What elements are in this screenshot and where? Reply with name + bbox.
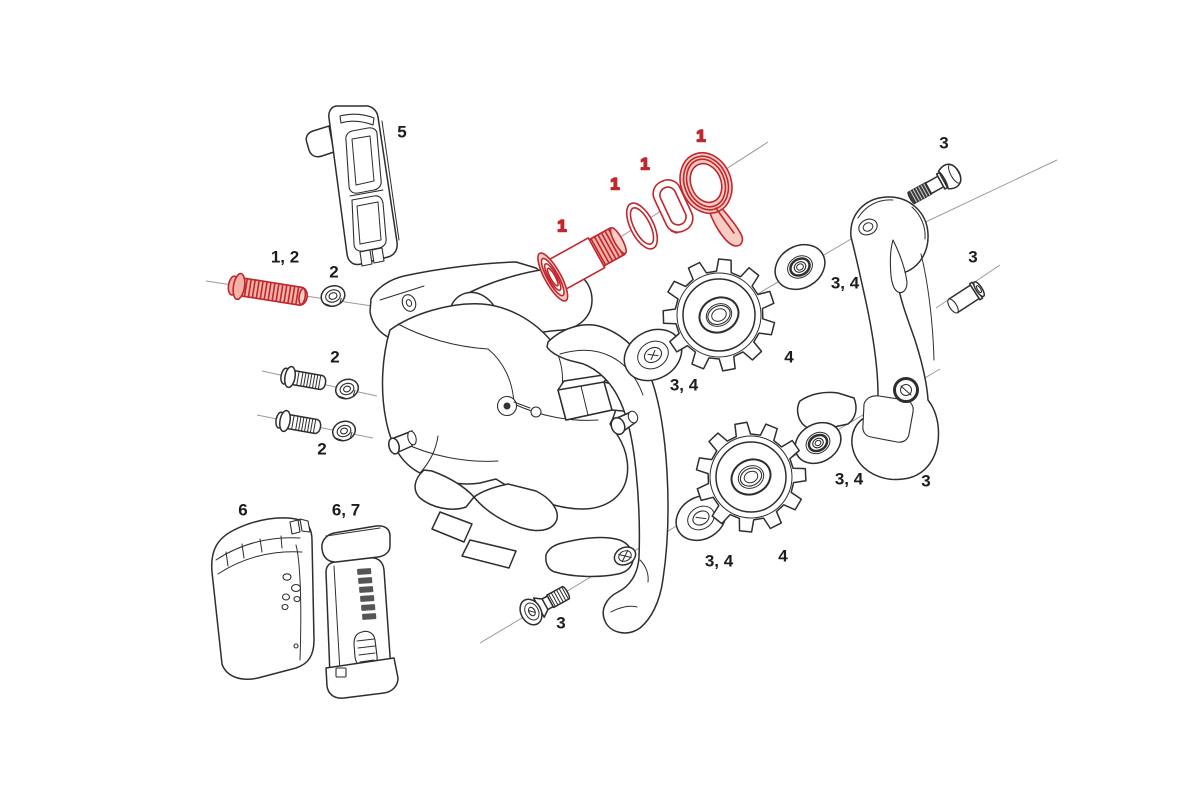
b-axle: [537, 227, 627, 302]
part-label: 1: [696, 127, 705, 146]
pulley-washer-upper-outer: [774, 243, 826, 291]
b-axle-oring: [625, 202, 659, 250]
part-label: 6: [238, 501, 247, 520]
pulley-bolt-lower: [519, 585, 571, 626]
battery-blocker: [321, 525, 399, 699]
cage-stop-pin: [947, 281, 986, 314]
cage-pivot-hole: [858, 218, 878, 236]
part-label: 3: [939, 134, 948, 153]
b-bolt-nut: [320, 284, 346, 308]
labels-layer: 5 1, 2 2 2 2 1 1 1 1 3 3 3, 4 3, 4 4 3, 4 3 3, 4 4 3 6 6, 7: [238, 123, 977, 633]
limit-nut-b: [331, 420, 357, 442]
outer-cage-tongue: [796, 391, 857, 431]
part-label: 3: [968, 248, 977, 267]
part-label: 3, 4: [670, 376, 699, 395]
part-label: 3: [921, 472, 930, 491]
derailleur-body: [369, 261, 635, 569]
pulley-washer-lower-outer: [794, 421, 842, 465]
part-label: 1: [557, 217, 566, 236]
blocker-branding: [357, 568, 377, 620]
cage-pivot-boss: [610, 410, 639, 436]
part-label: 3, 4: [835, 470, 864, 489]
part-label: 3: [556, 614, 565, 633]
part-label: 4: [778, 547, 788, 566]
part-label: 1, 2: [271, 248, 299, 267]
pulley-washer-upper-inner: [623, 328, 683, 382]
part-label: 2: [329, 263, 338, 282]
limit-hook: [679, 151, 744, 247]
part-label: 6, 7: [332, 501, 360, 520]
part-label: 5: [397, 123, 406, 142]
battery-mount-plate: [305, 105, 400, 267]
part-label: 1: [640, 155, 649, 174]
part-label: 1: [610, 175, 619, 194]
battery: [210, 517, 315, 680]
pulley-bolt-upper: [907, 163, 962, 205]
b-bolt: [227, 272, 309, 307]
part-label: 2: [317, 440, 326, 459]
part-label: 2: [330, 348, 339, 367]
outer-cage-plate: [796, 196, 940, 481]
seal-band: [652, 179, 694, 234]
part-label: 4: [784, 348, 794, 367]
part-label: 3, 4: [831, 274, 860, 293]
jockey-pulley-upper: [662, 258, 776, 372]
part-label: 3, 4: [705, 552, 734, 571]
limit-screw-a: [280, 365, 327, 391]
cage-slot: [889, 239, 908, 294]
limit-nut-a: [334, 378, 360, 400]
limit-screw-b: [275, 409, 322, 435]
cage-foot-window: [862, 395, 914, 443]
jockey-pulley-lower: [695, 421, 807, 533]
inner-cage-plate: [545, 324, 669, 634]
pulley-washer-lower-inner: [675, 494, 727, 542]
